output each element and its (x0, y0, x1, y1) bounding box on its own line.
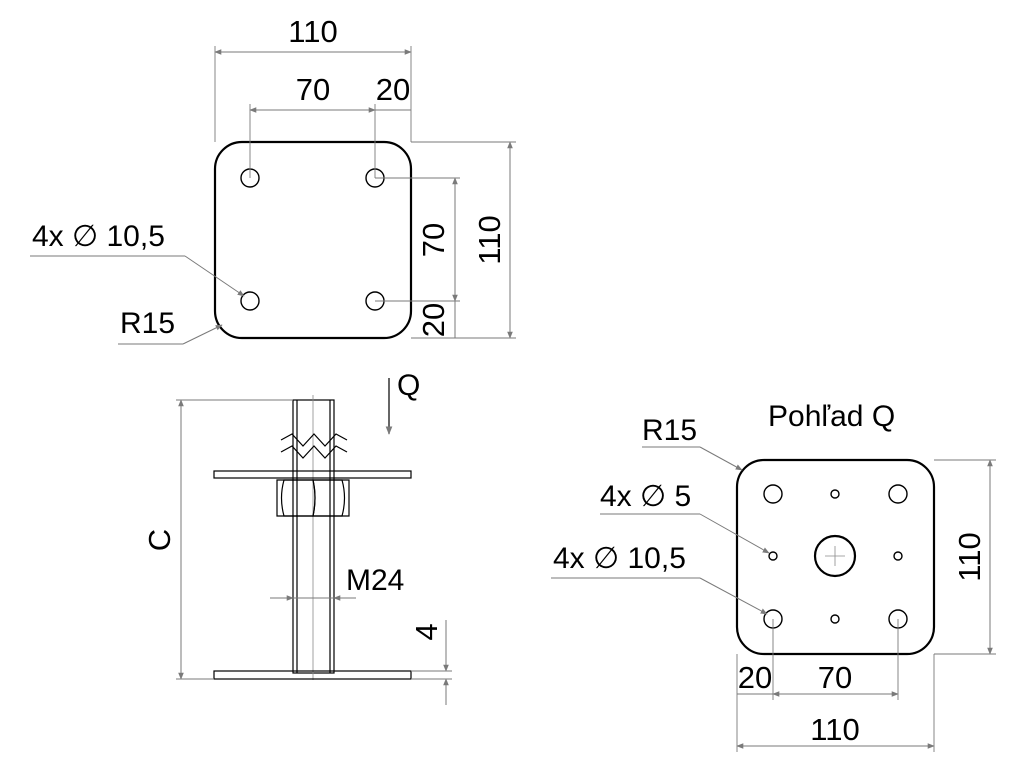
break-line-1 (280, 433, 348, 447)
view-q-title: Pohľad Q (768, 400, 895, 433)
nut-face-right (312, 479, 346, 517)
view-q-large-holes (763, 484, 908, 629)
small-hole-right (893, 551, 903, 561)
top-plate-holes (240, 168, 385, 311)
bottom-plate-side (213, 670, 412, 680)
leader-radius-diag (182, 324, 223, 345)
view-q-dim-spacing-70: 70 (818, 660, 852, 695)
view-q-label-r15: R15 (642, 414, 697, 447)
view-q-label-small-holes: 4x ∅ 5 (600, 480, 691, 513)
center-rod-section (813, 534, 857, 578)
side-view: Q C M24 4 (142, 369, 452, 705)
view-q: Pohľad Q R15 4x ∅ 5 4x ∅ 10,5 (551, 400, 996, 752)
label-holes-4x-10-5: 4x ∅ 10,5 (32, 220, 165, 253)
label-radius-r15: R15 (120, 307, 175, 340)
view-q-dim-edge-20: 20 (738, 660, 772, 695)
view-q-plate-outline (735, 458, 936, 656)
dim-height-c: C (142, 529, 177, 551)
threaded-rod (292, 399, 335, 674)
nut-face-left (280, 479, 316, 517)
dim-hole-spacing-v-70: 70 (416, 223, 451, 257)
large-hole-top-right (888, 484, 908, 504)
dim-height-total-110: 110 (472, 215, 507, 264)
hole-bottom-left (240, 291, 260, 311)
top-view: 110 70 20 110 70 20 4x ∅ 10,5 R15 (30, 14, 516, 345)
break-line-2 (280, 445, 348, 459)
leader-q-small-diag (699, 513, 770, 554)
dim-width-total-110: 110 (288, 14, 337, 49)
leader-q-large-diag (699, 577, 768, 615)
dim-plate-thickness-4: 4 (409, 623, 444, 640)
thread-label-m24: M24 (346, 564, 404, 597)
dim-edge-20-top: 20 (376, 72, 410, 107)
large-hole-top-left (763, 484, 783, 504)
dim-edge-20-side: 20 (416, 303, 451, 337)
leader-q-radius-diag (699, 446, 743, 471)
view-q-small-holes (768, 489, 903, 624)
small-hole-bottom (830, 614, 840, 624)
view-q-dim-width-110: 110 (810, 712, 859, 747)
leader-holes-diag (184, 255, 245, 297)
view-q-dim-height-110: 110 (952, 532, 987, 581)
small-hole-top (830, 489, 840, 499)
top-plate-side (213, 470, 412, 479)
dim-hole-spacing-70: 70 (296, 72, 330, 107)
top-plate-outline (213, 140, 413, 340)
view-arrow-label-q: Q (397, 369, 420, 402)
view-q-label-large-holes: 4x ∅ 10,5 (553, 542, 686, 575)
small-hole-left (768, 551, 778, 561)
